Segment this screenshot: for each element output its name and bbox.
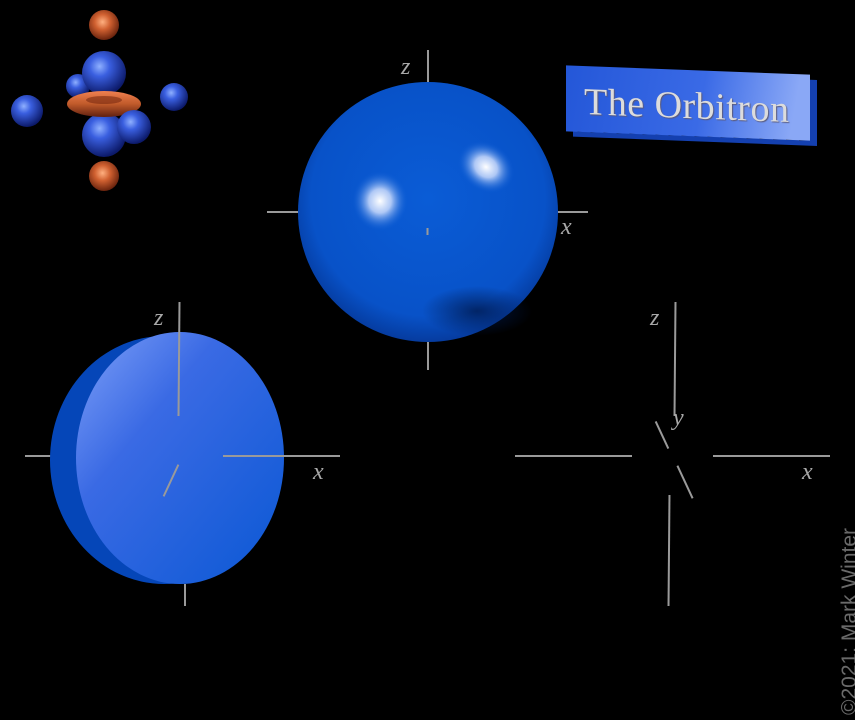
sphere-orbital: [298, 82, 558, 342]
x-axis-label: x: [313, 459, 324, 485]
x-axis-left: [515, 455, 632, 457]
z-axis-bottom: [427, 340, 429, 370]
disc-orbital: [50, 332, 284, 584]
orbital-thumbnail-icon[interactable]: [0, 0, 200, 200]
x-axis-right: [223, 455, 340, 457]
x-axis-left: [25, 455, 55, 457]
x-axis-right: [557, 211, 588, 213]
copyright-notice: ©2021: Mark Winter: [838, 527, 855, 715]
y-axis-back: [654, 420, 670, 450]
z-axis-label: z: [401, 54, 411, 80]
x-axis-label: x: [561, 214, 572, 240]
site-title[interactable]: The Orbitron: [584, 81, 790, 131]
x-axis-left: [267, 211, 299, 213]
y-axis-label: y: [673, 405, 684, 431]
z-axis-top: [427, 50, 429, 82]
z-axis-bottom: [667, 494, 671, 607]
z-axis-bottom: [184, 584, 186, 606]
x-axis-right: [713, 455, 830, 457]
y-axis-front: [676, 465, 694, 499]
z-axis-top: [673, 301, 677, 417]
z-axis-label: z: [154, 305, 164, 331]
x-axis-label: x: [802, 459, 813, 485]
z-axis-label: z: [650, 305, 660, 331]
